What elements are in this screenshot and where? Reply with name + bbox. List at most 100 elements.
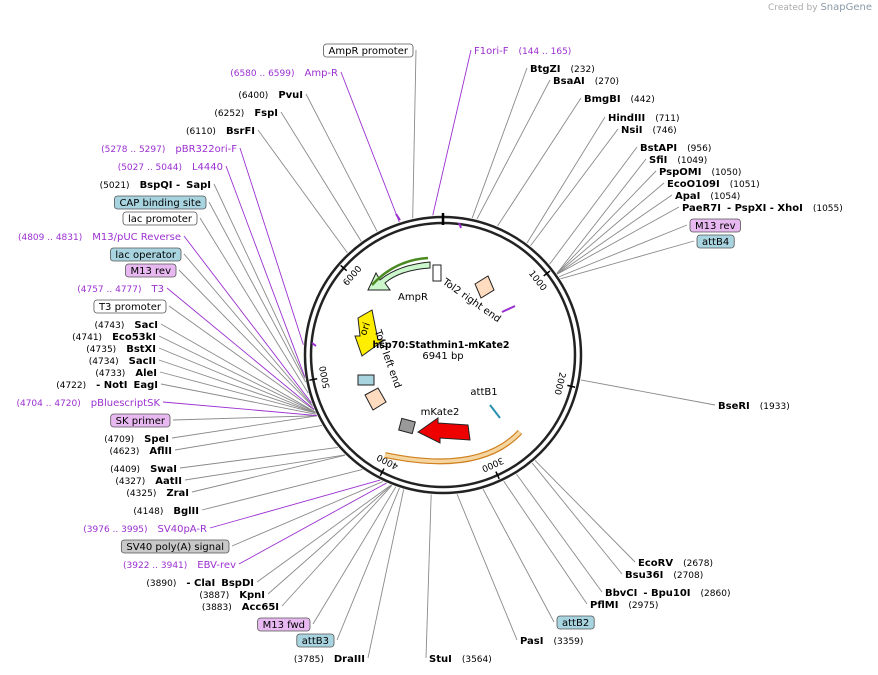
site-label[interactable]: M13 rev — [689, 218, 741, 233]
site-label[interactable]: FspI(6252) — [214, 108, 278, 119]
primer-range: (5027 .. 5044) — [118, 163, 182, 173]
site-label[interactable]: SK primer — [110, 413, 171, 428]
feature-box — [125, 263, 177, 278]
site-label[interactable]: SwaI(4409) — [110, 464, 177, 475]
feature-shapes — [311, 213, 523, 465]
site-label[interactable]: lac promoter — [122, 211, 198, 226]
feature-box — [110, 413, 171, 428]
site-label[interactable]: BmgBI(442) — [584, 94, 655, 105]
site-label[interactable]: BbvCI- Bpu10I(2860) — [605, 588, 730, 599]
site-label[interactable]: BsrFI(6110) — [186, 126, 255, 137]
enzyme-name: SacI — [134, 320, 158, 331]
site-label[interactable]: BspDI- ClaI(3890) — [146, 578, 254, 589]
site-label[interactable]: attB3 — [296, 633, 335, 648]
site-label[interactable]: Acc65I(3883) — [202, 602, 279, 613]
ampr-promoter-box[interactable] — [432, 264, 442, 282]
site-label[interactable]: SacI (4743) — [94, 320, 158, 331]
primer-mark-left — [311, 342, 317, 347]
site-label[interactable]: pBR322ori-F(5278 .. 5297) — [101, 144, 237, 155]
site-label[interactable]: lac operator — [110, 247, 182, 262]
site-label[interactable]: BstAPI(956) — [640, 143, 711, 154]
site-label[interactable]: AatII(4327) — [115, 476, 182, 487]
enzyme-name: BmgBI — [584, 94, 621, 105]
site-label[interactable]: DraIII(3785) — [294, 654, 365, 665]
site-label[interactable]: ZraI(4325) — [126, 488, 189, 499]
mkate2-start-box[interactable] — [398, 417, 416, 435]
site-label[interactable]: Eco53kI(4741) — [72, 332, 156, 343]
site-label[interactable]: BseRI(1933) — [718, 401, 790, 412]
site-label[interactable]: BstXI(4735) — [86, 344, 156, 355]
site-label[interactable]: SpeI(4709) — [104, 434, 169, 445]
site-label[interactable]: EcoRV(2678) — [638, 558, 713, 569]
enzyme-name: BstXI — [126, 344, 156, 355]
site-label[interactable]: EBV-rev(3922 .. 3941) — [123, 560, 236, 571]
feature-box — [296, 633, 335, 648]
site-label[interactable]: SV40 poly(A) signal — [120, 539, 230, 554]
enzyme-position: (4743) — [94, 321, 124, 331]
site-label[interactable]: BsaAI(270) — [553, 76, 619, 87]
site-label[interactable]: pBluescriptSK(4704 .. 4720) — [16, 398, 160, 409]
site-label[interactable]: T3 promoter — [93, 299, 167, 314]
primer-range: (144 .. 165) — [518, 47, 571, 57]
site-label[interactable]: EagI- NotI(4722) — [56, 380, 158, 391]
tol2-right-feature[interactable] — [474, 275, 495, 299]
site-label[interactable]: M13 rev — [125, 263, 177, 278]
site-label[interactable]: SfiI(1049) — [649, 155, 707, 166]
site-label[interactable]: PspOMI(1050) — [659, 167, 741, 178]
leader-line — [336, 487, 400, 641]
site-label[interactable]: Amp-R(6580 .. 6599) — [230, 68, 338, 79]
site-label[interactable]: BglII(4148) — [133, 506, 199, 517]
leader-line — [305, 93, 378, 232]
site-label[interactable]: CAP binding site — [114, 195, 207, 210]
enzyme-name: BsaAI — [553, 76, 585, 87]
site-label[interactable]: SV40pA-R(3976 .. 3995) — [83, 524, 207, 535]
mkate2-feature-arrow[interactable] — [417, 417, 471, 444]
site-label[interactable]: EcoO109I(1051) — [667, 179, 760, 190]
site-label[interactable]: PasI(3359) — [520, 636, 583, 647]
site-label[interactable]: KpnI(3887) — [199, 590, 265, 601]
site-label[interactable]: HindIII(711) — [608, 113, 679, 124]
ori-feature-arrow[interactable] — [354, 309, 386, 357]
site-label[interactable]: attB4 — [696, 234, 735, 249]
site-label[interactable]: AleI(4733) — [95, 368, 157, 379]
lac-region-box[interactable] — [357, 374, 375, 386]
site-label[interactable]: NsiI(746) — [621, 125, 677, 136]
site-label[interactable]: M13 fwd — [257, 617, 311, 632]
site-label[interactable]: AmpR promoter — [323, 43, 414, 58]
primer-name: M13/pUC Reverse — [92, 232, 181, 243]
site-label[interactable]: StuI(3564) — [429, 654, 492, 665]
leader-line — [183, 235, 312, 404]
site-label[interactable]: L4440(5027 .. 5044) — [118, 162, 223, 173]
ampr-feature-arrow[interactable] — [367, 261, 431, 291]
feature-box-label: M13 fwd — [263, 620, 305, 631]
enzyme-position: (6400) — [238, 91, 268, 101]
snapgene-logo: SnapGene — [820, 2, 872, 13]
enzyme-name: SpeI — [144, 434, 169, 445]
site-label[interactable]: F1ori-F(144 .. 165) — [474, 46, 571, 57]
primer-range: (4809 .. 4831) — [18, 233, 82, 243]
leader-line — [257, 129, 348, 254]
leader-line — [425, 494, 432, 659]
position-tick — [567, 384, 576, 389]
site-label[interactable]: SacII(4734) — [89, 356, 156, 367]
site-label[interactable]: PaeR7I- PspXI - XhoI(1055) — [682, 203, 843, 214]
site-label[interactable]: ApaI(1054) — [675, 191, 740, 202]
leader-line — [174, 425, 323, 451]
enzyme-position: (2708) — [673, 571, 703, 581]
site-labels: BtgZI(232)BsaAI(270) BmgBI(442) HindIII(71… — [16, 43, 843, 665]
site-label[interactable]: AflII(4623) — [109, 446, 172, 457]
site-label[interactable]: T3(4757 .. 4777) — [77, 284, 164, 295]
site-label[interactable]: M13/pUC Reverse (4809 .. 4831) — [18, 232, 181, 243]
enzyme-name: ZraI — [166, 488, 189, 499]
position-tick — [379, 468, 385, 477]
site-label[interactable]: Bsu36I(2708) — [625, 570, 703, 581]
leader-line — [558, 224, 688, 278]
tol2-left-feature[interactable] — [364, 387, 387, 411]
site-label[interactable]: BtgZI(232) — [530, 64, 595, 75]
site-label[interactable]: attB2 — [556, 615, 595, 630]
feature-label: Tol2 left end — [371, 328, 403, 390]
site-label[interactable]: PflMI(2975) — [590, 600, 658, 611]
site-label[interactable]: PvuI(6400) — [238, 90, 303, 101]
